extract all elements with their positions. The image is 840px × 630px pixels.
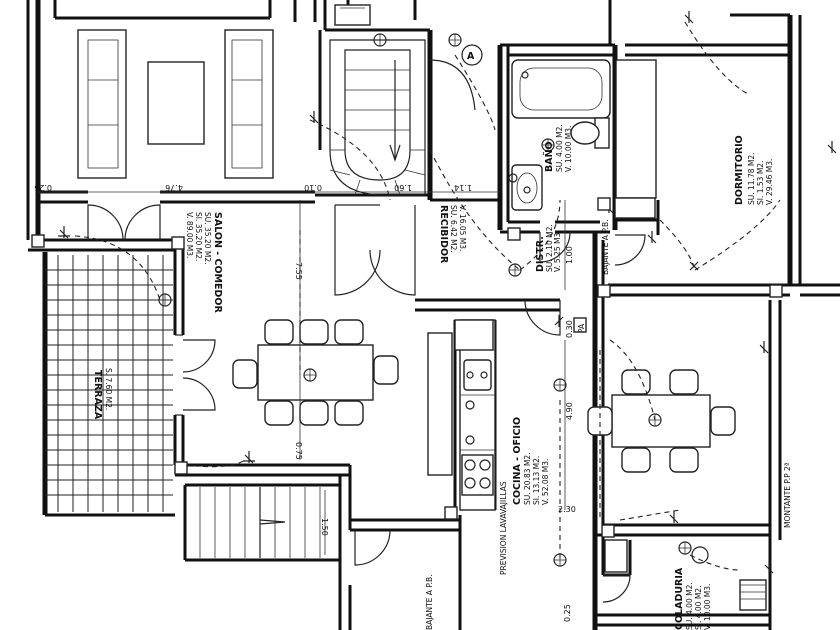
stove-icon — [461, 454, 494, 496]
wardrobe — [615, 59, 657, 199]
coffee-table — [147, 61, 205, 145]
dim-075: 0.75 — [294, 442, 303, 460]
bano-su: SU. 4.00 M2. — [555, 124, 564, 172]
coladuria-v: V. 10.00 M3. — [703, 584, 712, 630]
circle-a-marker — [461, 44, 483, 66]
salon-si: SI. 35.20 M2. — [194, 212, 203, 261]
terraza-label: TERRAZA — [92, 370, 103, 420]
staircase-lower — [199, 487, 321, 558]
dormitorio-v: V. 29.46 M3. — [765, 159, 774, 205]
recibidor-label: RECIBIDOR — [438, 205, 449, 264]
salon-label: SALON - COMEDOR — [212, 212, 223, 313]
dimension-lines — [38, 191, 566, 555]
dim-025-top: 0.25 — [34, 183, 52, 192]
bano-label: BAÑO — [544, 141, 555, 172]
cocina-v: V. 52.08 M3. — [541, 459, 550, 505]
sofa-left — [77, 29, 127, 179]
recibidor-su: SU. 6.42 M2. — [449, 205, 458, 253]
dim-114: 1.14 — [454, 183, 472, 192]
distr-label: DISTR. — [535, 236, 546, 272]
cocina-su: SU. 20.83 M2. — [523, 453, 532, 506]
cocina-si: SI. 13.13 M2. — [532, 456, 541, 505]
distr-v: V. 5.25 M3. — [553, 230, 562, 272]
dim-230: 2.30 — [558, 505, 576, 514]
pa-marker — [454, 317, 587, 351]
coladuria-su: SU. 4.00 M2. — [685, 582, 694, 630]
salon-su: SU. 35.20 M2. — [203, 212, 212, 265]
prevision-label: PREVISION LAVAVAJILLAS — [499, 481, 508, 575]
montante-label: MONTANTE P.P 2ª — [783, 462, 792, 528]
bajante-pb-top: BAJANTE A P.B. — [601, 219, 610, 275]
dormitorio-si: SI. 1.53 M2. — [756, 161, 765, 205]
sofa-right — [224, 29, 274, 179]
recibidor-v: V. 16.05 M3. — [458, 205, 467, 251]
terraza-s: S. 7.60 M2. — [104, 368, 113, 410]
light-fixture-icon — [158, 33, 709, 567]
toilet-icon — [570, 117, 610, 149]
dormitorio-su: SU. 11.78 M2. — [747, 153, 756, 206]
terrace-tiles — [45, 255, 173, 512]
bano-v: V. 10.00 M3. — [564, 126, 573, 172]
cocina-label: COCINA - OFICIO — [512, 417, 523, 505]
coladuria-si: SI. 4.00 M2. — [694, 586, 703, 630]
switch-icon — [58, 11, 837, 574]
dim-755: 7.55 — [294, 262, 303, 280]
dim-100: 1.00 — [565, 246, 574, 264]
bathroom-shower-panel — [614, 197, 656, 219]
dim-025-bottom: 0.25 — [563, 604, 572, 622]
staircase-spiral — [329, 4, 426, 196]
walls — [26, 0, 840, 630]
dim-150: 1.50 — [320, 518, 329, 536]
coladuria-label: COLADURIA — [674, 567, 685, 630]
sink-icon — [463, 359, 492, 445]
dormitorio-label: DORMITORIO — [734, 135, 745, 205]
pa-label: PA — [577, 323, 586, 333]
dim-490: 4.90 — [565, 402, 574, 420]
dim-010: 0.10 — [304, 183, 322, 192]
electrical-wiring — [74, 21, 781, 571]
dim-476: 4.76 — [165, 183, 183, 192]
bajante-pb-bottom: BAJANTE A P.B. — [425, 574, 434, 630]
dim-160: 1.60 — [394, 183, 412, 192]
doors — [87, 59, 646, 603]
socket-icon — [31, 197, 783, 538]
circle-a-label: A — [467, 51, 475, 62]
dining-table-cocina — [587, 369, 736, 473]
washing-machine-icon — [604, 539, 767, 611]
distr-su: SU. 2.10 M2. — [545, 224, 554, 272]
dim-030: 0.30 — [565, 320, 574, 338]
salon-v: V. 89.00 M3. — [185, 212, 194, 258]
bathtub-icon — [511, 59, 611, 119]
